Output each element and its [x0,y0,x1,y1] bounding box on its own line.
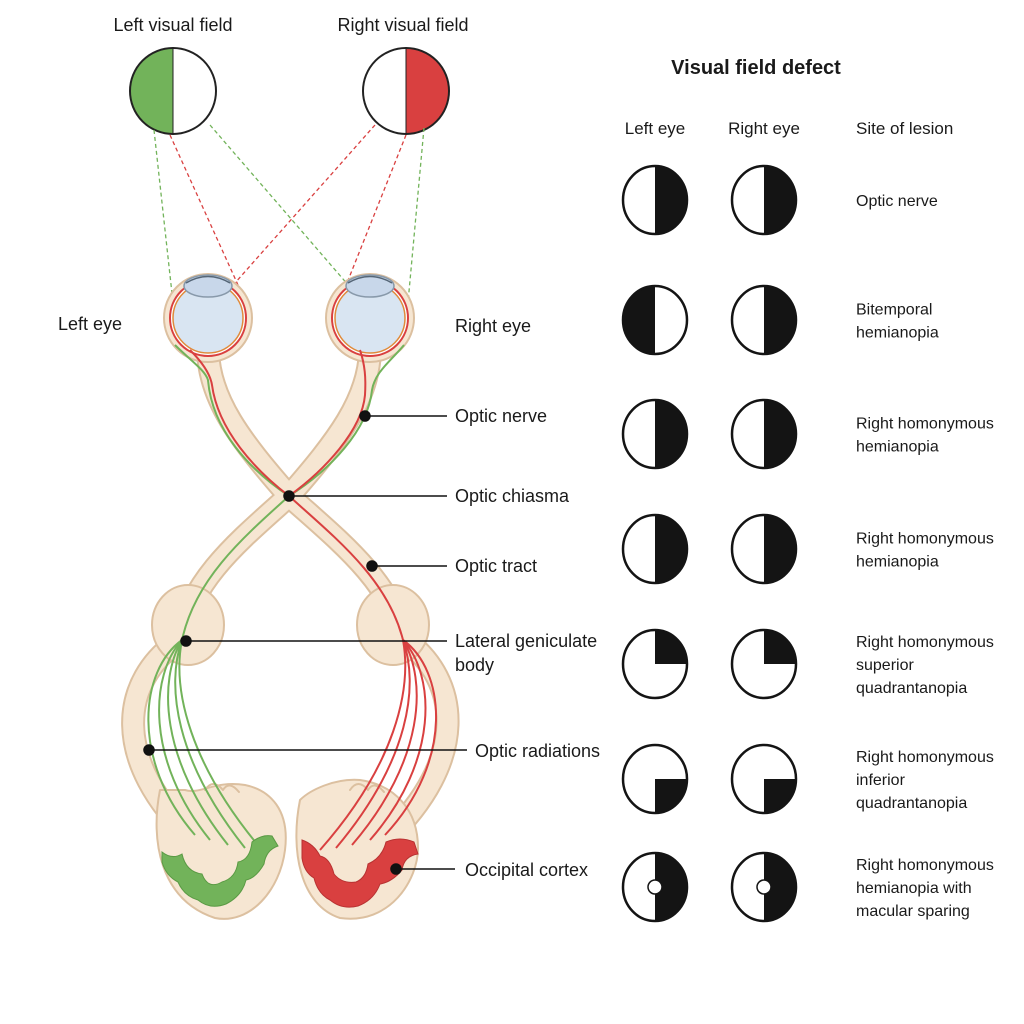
right-eyeball [325,273,415,363]
site-of-lesion-7-line-2: hemianopia with [856,880,972,897]
left-eyeball [163,273,253,363]
defect-left-eye-6 [621,743,689,815]
defect-left-eye-3 [621,398,689,470]
left-occipital-cortex-area [161,835,279,907]
site-of-lesion-2-line-2: hemianopia [856,325,939,342]
left-visual-field-circle [129,47,217,135]
defect-right-eye-5 [730,628,798,700]
defect-right-eye-7 [730,851,798,923]
pathway-tissue [121,340,460,920]
right-visual-field-circle [362,47,450,135]
defect-left-eye-7 [621,851,689,923]
optic-chiasma-label: Optic chiasma [455,486,570,506]
site-of-lesion-3-line-1: Right homonymous [856,416,994,433]
right-eye-label: Right eye [455,316,531,336]
defect-right-eye-4 [730,513,798,585]
site-of-lesion-6-line-2: inferior [856,772,906,789]
site-of-lesion-2-line-1: Bitemporal [856,302,932,319]
site-of-lesion-6-line-3: quadrantanopia [856,795,967,812]
defect-right-eye-2 [730,284,798,356]
defect-left-eye-2 [621,284,689,356]
site-of-lesion-6-line-1: Right homonymous [856,749,994,766]
leader-lines [143,410,467,875]
header-site-of-lesion: Site of lesion [856,119,953,138]
left-visual-field-label: Left visual field [113,15,232,35]
defect-right-eye-3 [730,398,798,470]
right-visual-field-label: Right visual field [337,15,468,35]
site-of-lesion-7-line-3: macular sparing [856,903,970,920]
header-left-eye: Left eye [625,119,686,138]
right-occipital-cortex-area [301,838,419,908]
occipital-cortex-label: Occipital cortex [465,860,588,880]
site-of-lesion-4-line-1: Right homonymous [856,531,994,548]
left-eye-label: Left eye [58,314,122,334]
site-of-lesion-1-line-1: Optic nerve [856,193,938,210]
site-of-lesion-5-line-3: quadrantanopia [856,680,967,697]
red-fibres [189,349,437,851]
site-of-lesion-5-line-2: superior [856,657,914,674]
lateral-geniculate-label-line1: Lateral geniculate [455,631,597,651]
defect-right-eye-1 [730,164,798,236]
header-right-eye: Right eye [728,119,800,138]
optic-nerve-label: Optic nerve [455,406,547,426]
optic-tract-label: Optic tract [455,556,537,576]
defect-left-eye-1 [621,164,689,236]
optic-radiations-label: Optic radiations [475,741,600,761]
defect-right-eye-6 [730,743,798,815]
green-fibres [147,344,405,851]
defect-left-eye-5 [621,628,689,700]
visual-field-defect-title: Visual field defect [671,57,841,79]
site-of-lesion-7-line-1: Right homonymous [856,857,994,874]
defect-left-eye-4 [621,513,689,585]
site-of-lesion-3-line-2: hemianopia [856,439,939,456]
site-of-lesion-5-line-1: Right homonymous [856,634,994,651]
lateral-geniculate-label-line2: body [455,655,494,675]
site-of-lesion-4-line-2: hemianopia [856,554,939,571]
